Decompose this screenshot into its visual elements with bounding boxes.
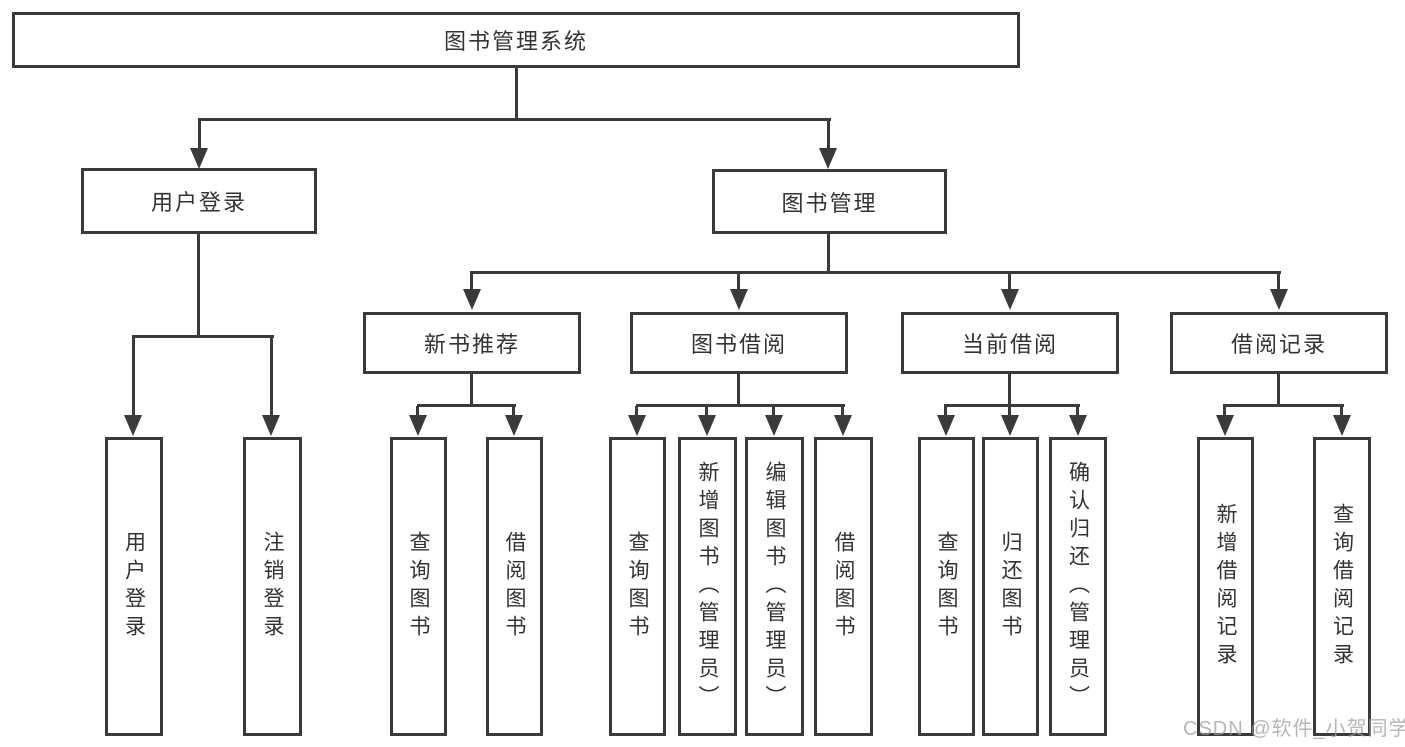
node-current-borrow: 当前借阅 [901,312,1119,374]
connector-line [944,406,947,417]
arrow-down-icon [1216,415,1234,436]
leaf-label: 新增图书（管理员） [696,460,719,713]
leaf-query-books-recommend: 查询图书 [390,437,447,736]
arrow-down-icon [628,415,646,436]
node-label: 当前借阅 [961,332,1058,357]
leaf-label: 注销登录 [261,530,284,643]
connector-line [1277,374,1280,407]
leaf-query-books-borrow: 查询图书 [609,437,666,736]
node-borrow-records: 借阅记录 [1170,312,1388,374]
connector-line [470,273,473,290]
connector-line [198,118,831,121]
leaf-edit-books-admin: 编辑图书（管理员） [745,437,804,736]
arrow-down-icon [1001,289,1019,310]
arrow-down-icon [819,148,837,169]
node-new-book-recommend: 新书推荐 [363,312,581,374]
node-label: 图书借阅 [690,332,787,357]
leaf-label: 借阅图书 [503,530,526,643]
arrow-down-icon [1333,415,1351,436]
arrow-down-icon [730,289,748,310]
connector-line [470,271,1281,274]
connector-line [1076,406,1079,417]
node-user-login: 用户登录 [81,168,317,234]
node-label: 新书推荐 [423,332,520,357]
connector-line [198,120,201,150]
connector-line [132,337,135,416]
leaf-label: 归还图书 [999,530,1022,643]
connector-line [512,406,515,417]
csdn-watermark: CSDN @软件_小贺同学 [1183,718,1405,740]
leaf-label: 借阅图书 [832,530,855,643]
connector-line [132,335,274,338]
connector-line [827,234,830,274]
leaf-label: 查询图书 [407,530,430,643]
connector-line [1008,406,1011,417]
node-root-label: 图书管理系统 [443,29,588,54]
connector-line [1008,273,1011,290]
connector-line [197,234,200,338]
connector-line [737,374,740,407]
leaf-label: 确认归还（管理员） [1066,460,1090,713]
arrow-down-icon [937,415,955,436]
arrow-down-icon [262,415,280,436]
leaf-logout: 注销登录 [243,437,302,736]
leaf-query-books-current: 查询图书 [918,437,975,736]
arrow-down-icon [698,415,716,436]
arrow-down-icon [1069,415,1087,436]
connector-line [417,404,516,407]
connector-line [635,406,638,417]
connector-line [705,406,708,417]
arrow-down-icon [463,289,481,310]
leaf-user-login: 用户登录 [105,437,163,736]
connector-line [841,406,844,417]
leaf-return-books: 归还图书 [982,437,1039,736]
connector-line [1223,406,1226,417]
leaf-confirm-return-admin: 确认归还（管理员） [1049,437,1107,736]
connector-line [515,66,518,121]
leaf-label: 查询借阅记录 [1330,502,1354,671]
arrow-down-icon [1001,415,1019,436]
node-book-management: 图书管理 [712,169,947,234]
arrow-down-icon [190,148,208,169]
leaf-label: 编辑图书（管理员） [763,460,786,713]
leaf-add-books-admin: 新增图书（管理员） [678,437,737,736]
node-root: 图书管理系统 [12,12,1020,68]
leaf-borrow-books-recommend: 借阅图书 [486,437,543,736]
connector-line [1277,273,1280,290]
arrow-down-icon [124,415,142,436]
leaf-label: 查询图书 [935,530,958,643]
leaf-label: 用户登录 [122,530,146,643]
leaf-add-borrow-record: 新增借阅记录 [1197,437,1254,736]
leaf-borrow-books: 借阅图书 [814,437,873,736]
node-label: 图书管理 [781,190,878,216]
arrow-down-icon [765,415,783,436]
connector-line [416,406,419,417]
connector-line [1223,404,1344,407]
connector-line [737,273,740,290]
node-book-borrow: 图书借阅 [630,312,848,374]
arrow-down-icon [1270,289,1288,310]
connector-line [270,337,273,416]
arrow-down-icon [409,415,427,436]
connector-line [470,374,473,407]
arrow-down-icon [834,415,852,436]
connector-line [1340,406,1343,417]
connector-line [944,404,1080,407]
leaf-label: 新增借阅记录 [1214,502,1237,671]
leaf-query-borrow-record: 查询借阅记录 [1313,437,1371,736]
node-label: 借阅记录 [1230,332,1327,357]
connector-line [636,404,845,407]
connector-line [827,120,830,150]
connector-line [1008,374,1011,407]
leaf-label: 查询图书 [626,530,649,643]
arrow-down-icon [505,415,523,436]
node-label: 用户登录 [150,190,247,215]
connector-line [772,406,775,417]
